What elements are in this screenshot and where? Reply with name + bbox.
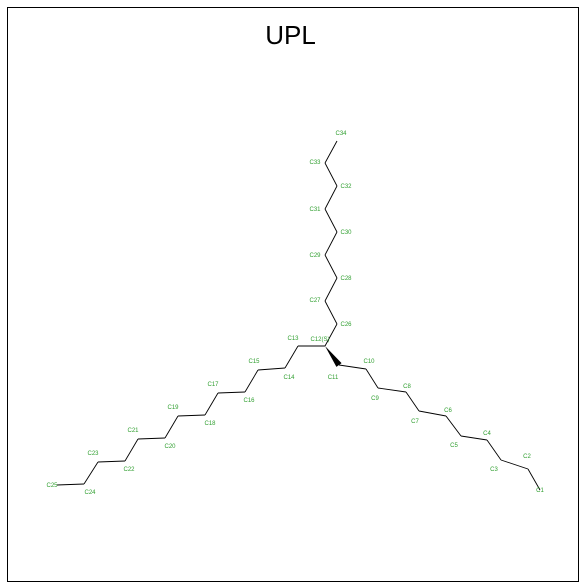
atom-label-c5: C5 — [450, 443, 458, 449]
bond-C6-C7 — [418, 410, 447, 417]
atom-label-c2: C2 — [523, 454, 531, 460]
atom-label-c34: C34 — [335, 131, 347, 137]
atom-label-c17: C17 — [207, 382, 219, 388]
atom-label-c32: C32 — [340, 184, 352, 190]
bond-C14-C15 — [257, 367, 286, 371]
atom-label-c25: C25 — [46, 483, 58, 489]
bond-C30-C31 — [324, 208, 338, 233]
bond-C1-C2 — [527, 468, 541, 491]
atom-label-c30: C30 — [340, 230, 352, 236]
atom-label-c21: C21 — [127, 428, 139, 434]
bond-C31-C32 — [324, 185, 338, 210]
molecule-title: UPL — [265, 20, 316, 50]
bond-C4-C5 — [460, 435, 488, 441]
bond-C21-C22 — [124, 438, 139, 462]
bond-C19-C20 — [164, 415, 179, 439]
bond-C2-C3 — [500, 459, 529, 470]
atom-label-c1: C1 — [536, 488, 544, 494]
atom-label-c24: C24 — [84, 490, 96, 496]
bond-C33-C34 — [324, 140, 338, 164]
atom-label-c29: C29 — [309, 253, 321, 259]
bond-C26-C27 — [324, 300, 338, 325]
bond-C16-C17 — [217, 391, 246, 394]
atom-label-c22: C22 — [123, 467, 135, 473]
bond-C15-C16 — [244, 369, 259, 393]
atom-label-c4: C4 — [483, 431, 491, 437]
bond-C29-C30 — [324, 231, 338, 256]
atom-label-c8: C8 — [403, 384, 411, 390]
atom-label-c27: C27 — [309, 298, 321, 304]
bond-C12-C26 — [324, 323, 338, 347]
bond-C11-C12 — [325, 346, 342, 367]
bond-C20-C21 — [137, 437, 166, 440]
atom-label-c10: C10 — [363, 359, 375, 365]
atom-label-c20: C20 — [164, 444, 176, 450]
atom-label-c18: C18 — [204, 421, 216, 427]
atom-label-c28: C28 — [340, 276, 352, 282]
bond-C8-C9 — [377, 387, 407, 393]
bond-C9-C10 — [365, 368, 379, 389]
atom-label-c23: C23 — [87, 451, 99, 457]
atom-label-c19: C19 — [167, 405, 179, 411]
bond-C5-C6 — [445, 415, 462, 437]
bond-C28-C29 — [324, 254, 338, 279]
atom-label-c33: C33 — [309, 160, 321, 166]
bond-C7-C8 — [405, 391, 420, 412]
atom-label-c14: C14 — [283, 375, 295, 381]
atom-label-c26: C26 — [340, 322, 352, 328]
atom-label-c6: C6 — [444, 408, 452, 414]
bond-C18-C19 — [177, 414, 206, 417]
bond-C23-C24 — [83, 461, 99, 485]
atom-label-c3: C3 — [490, 467, 498, 473]
bond-C3-C4 — [486, 439, 502, 461]
atom-label-c12: C12(S) — [310, 337, 329, 343]
atom-label-c13: C13 — [287, 336, 299, 342]
bond-C24-C25 — [56, 483, 85, 486]
bond-C32-C33 — [324, 162, 338, 187]
bond-C10-C11 — [338, 364, 367, 370]
atom-label-c15: C15 — [248, 359, 260, 365]
atom-label-c31: C31 — [309, 207, 321, 213]
atom-label-c16: C16 — [243, 398, 255, 404]
viewer-frame — [7, 7, 579, 582]
atom-label-c7: C7 — [411, 419, 419, 425]
bond-C22-C23 — [97, 460, 126, 463]
atom-label-c9: C9 — [371, 396, 379, 402]
bond-C27-C28 — [324, 277, 338, 302]
bond-C17-C18 — [204, 392, 219, 416]
bond-C13-C14 — [284, 345, 299, 369]
atom-label-c11: C11 — [328, 375, 339, 381]
